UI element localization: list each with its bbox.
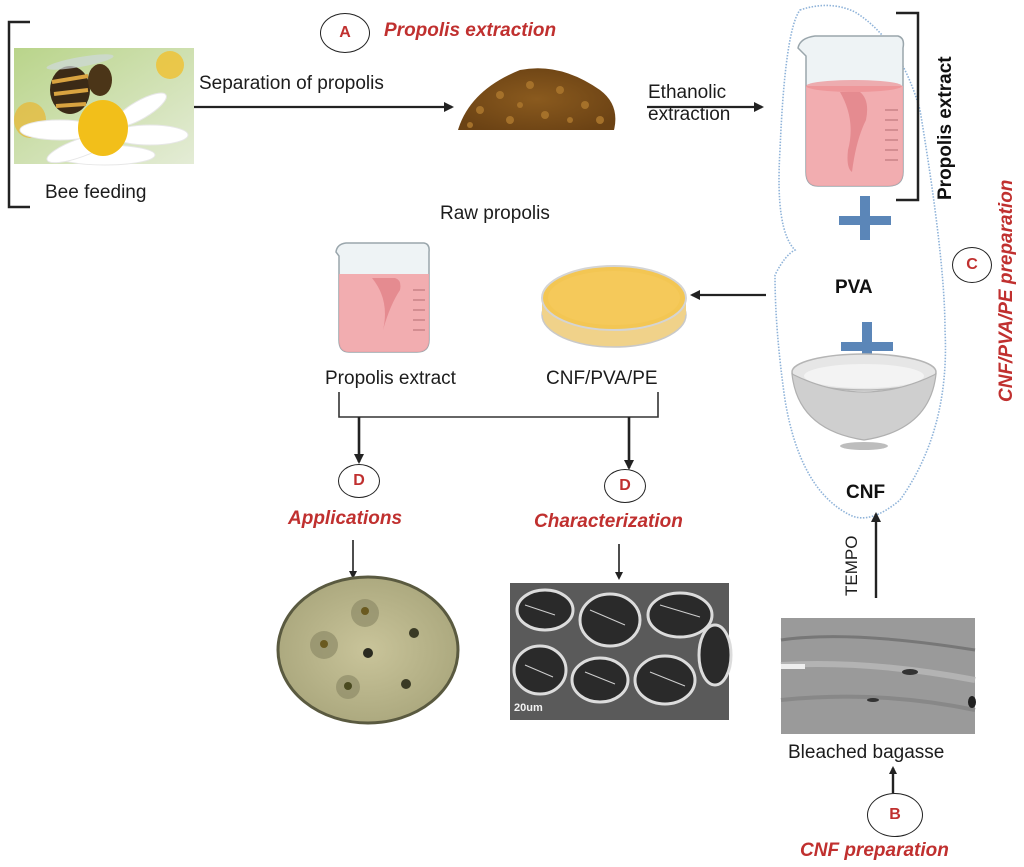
propolis-extract-bracket (896, 11, 920, 202)
pva-label: PVA (835, 277, 873, 298)
section-d-applications-badge: D (338, 464, 380, 498)
characterization-title: Characterization (534, 511, 683, 532)
scale-bar-label: 20um (514, 702, 543, 714)
cnf-bowl (791, 353, 937, 450)
bleached-bagasse-image (780, 618, 976, 734)
ethanolic-label-2: extraction (648, 104, 731, 125)
cnf-label: CNF (846, 482, 886, 503)
sem-image (510, 583, 733, 720)
propolis-extract-vertical-label: Propolis extract (935, 56, 956, 200)
section-a-title: Propolis extraction (384, 20, 557, 41)
separation-label: Separation of propolis (199, 73, 384, 94)
tempo-label: TEMPO (842, 535, 861, 596)
plus-icon-1 (839, 196, 891, 240)
raw-propolis-label: Raw propolis (440, 203, 550, 224)
section-b-badge: B (867, 793, 923, 837)
bee-feeding-label: Bee feeding (45, 182, 147, 203)
bee-bracket (7, 20, 30, 209)
applications-title: Applications (288, 508, 403, 529)
composite-film-dish (541, 265, 687, 348)
section-c-title: CNF/PVA/PE preparation (996, 179, 1017, 402)
propolis-extract-label: Propolis extract (325, 368, 456, 389)
section-b-title: CNF preparation (800, 840, 949, 861)
merge-connector (338, 392, 659, 418)
composite-label: CNF/PVA/PE (546, 368, 658, 389)
raw-propolis-image (458, 68, 616, 130)
section-c-badge: C (952, 247, 992, 283)
bleached-bagasse-label: Bleached bagasse (788, 742, 945, 763)
propolis-extract-beaker (797, 35, 905, 187)
section-d-characterization-badge: D (604, 469, 646, 503)
plus-icon-2 (841, 322, 893, 366)
propolis-extract-beaker-small (335, 242, 430, 353)
antibacterial-plate-image (276, 575, 460, 725)
section-a-badge: A (320, 13, 370, 53)
ethanolic-label-1: Ethanolic (648, 82, 727, 103)
bee-feeding-image (14, 48, 194, 166)
